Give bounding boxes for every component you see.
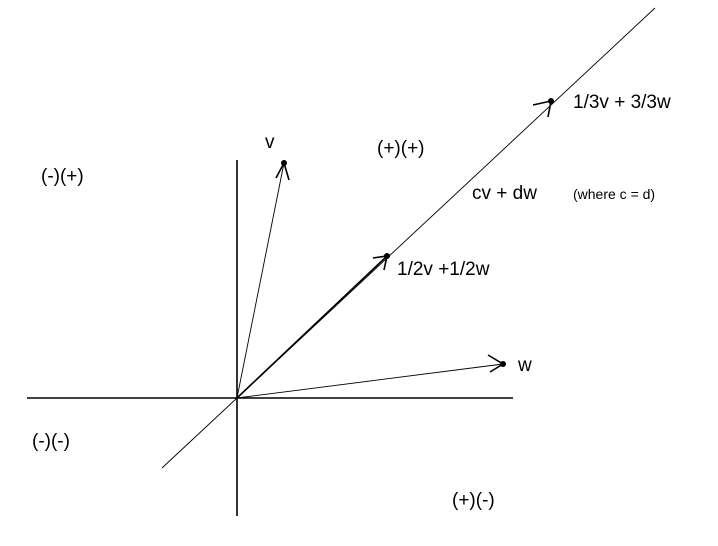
half-point-marker xyxy=(372,253,390,271)
combination-segment xyxy=(236,255,388,399)
vector-v-label: v xyxy=(265,132,275,153)
quadrant-upper-left-label: (-)(+) xyxy=(41,166,84,187)
vector-v-arrow xyxy=(236,160,290,399)
line-label: cv + dw xyxy=(472,183,537,204)
quadrant-upper-right-label: (+)(+) xyxy=(377,138,425,159)
vector-w-label: w xyxy=(517,355,532,376)
line-condition-label: (where c = d) xyxy=(573,186,655,202)
third-point-marker xyxy=(532,98,554,118)
half-point-label: 1/2v +1/2w xyxy=(397,259,490,280)
vector-w-arrow xyxy=(236,354,506,399)
third-point-label: 1/3v + 3/3w xyxy=(573,92,671,113)
combination-line xyxy=(161,7,656,469)
quadrant-lower-left-label: (-)(-) xyxy=(32,431,70,452)
quadrant-lower-right-label: (+)(-) xyxy=(452,490,495,511)
